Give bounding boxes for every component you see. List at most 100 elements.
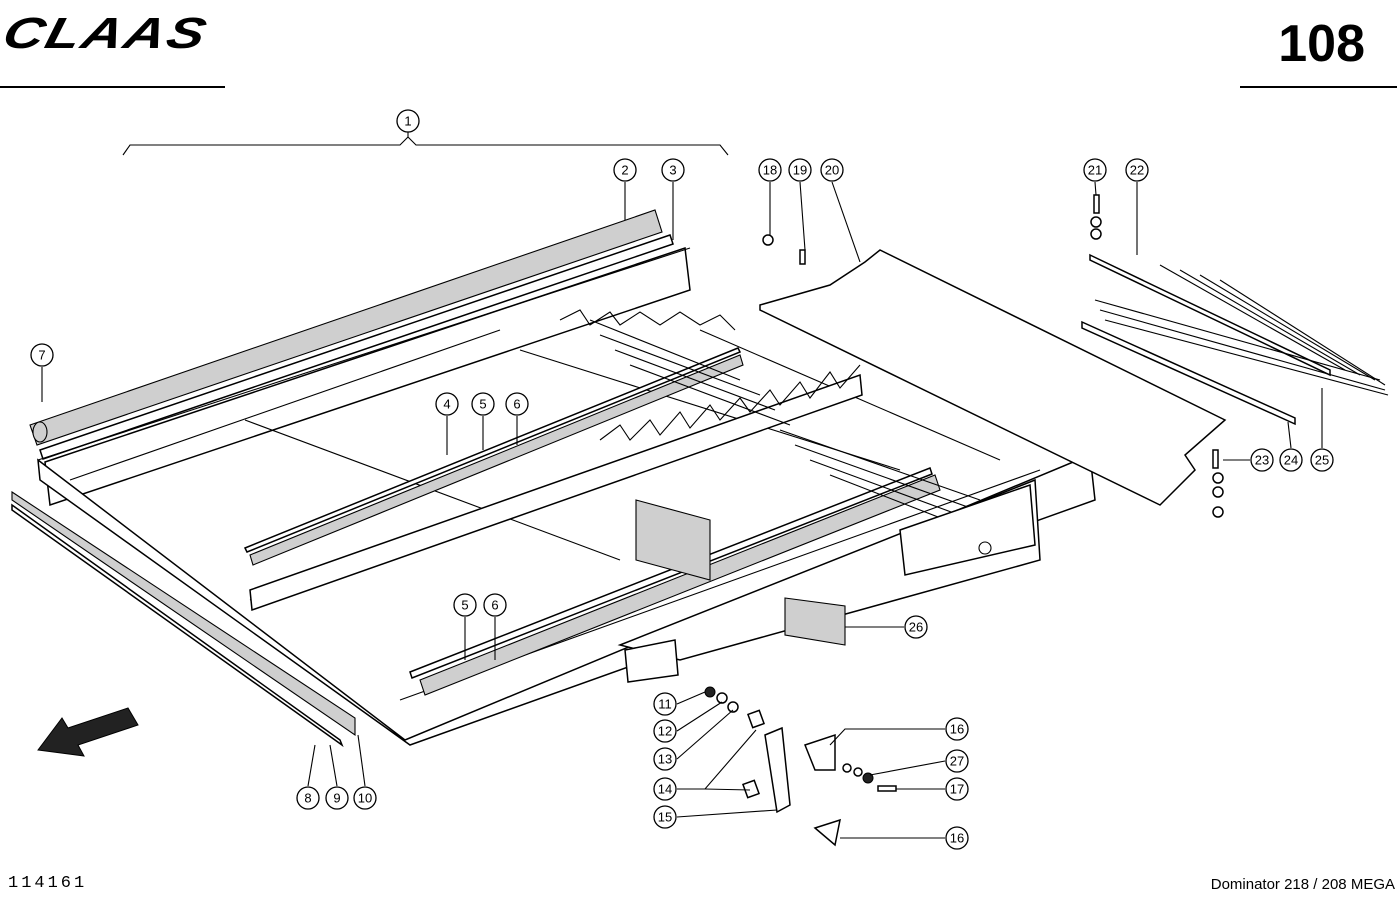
callout-25: 25 xyxy=(1310,448,1334,472)
callout-23: 23 xyxy=(1250,448,1274,472)
side-strip-part-9 xyxy=(11,503,344,748)
callout-26: 26 xyxy=(904,615,928,639)
svg-text:23: 23 xyxy=(1255,453,1269,468)
washer-part-18 xyxy=(762,234,774,246)
callout-16-lower: 16 xyxy=(945,826,969,850)
svg-text:21: 21 xyxy=(1088,163,1102,178)
svg-text:12: 12 xyxy=(658,724,672,739)
support-block xyxy=(635,499,711,581)
callout-14: 14 xyxy=(653,777,677,801)
callout-5-lower: 5 xyxy=(453,593,477,617)
callout-22: 22 xyxy=(1125,158,1149,182)
svg-text:7: 7 xyxy=(38,348,45,363)
svg-text:26: 26 xyxy=(909,620,923,635)
callout-13: 13 xyxy=(653,747,677,771)
bracket-part-16-lower xyxy=(813,818,841,847)
cover-plate-part-20 xyxy=(759,249,1227,506)
callout-18: 18 xyxy=(758,158,782,182)
callout-10: 10 xyxy=(353,786,377,810)
svg-text:24: 24 xyxy=(1284,453,1298,468)
svg-text:6: 6 xyxy=(513,397,520,412)
finger-grate-part-25 xyxy=(1094,264,1389,396)
crossbar-part-26 xyxy=(784,597,846,646)
callout-11: 11 xyxy=(653,692,677,716)
callout-20: 20 xyxy=(820,158,844,182)
svg-text:13: 13 xyxy=(658,752,672,767)
strip-part-6-lower xyxy=(419,474,941,696)
assembly-bracket xyxy=(122,136,729,156)
leader-lines xyxy=(41,132,1323,839)
side-plate-right xyxy=(899,483,1036,576)
bolt-part-17 xyxy=(877,785,897,792)
callout-9: 9 xyxy=(325,786,349,810)
main-frame-outer xyxy=(37,453,1096,746)
direction-arrow-icon xyxy=(37,707,139,757)
bolt-part-23 xyxy=(1212,449,1219,469)
svg-text:25: 25 xyxy=(1315,453,1329,468)
frame-cross-1 xyxy=(69,329,501,481)
bushing-part-14a xyxy=(747,709,765,729)
strip-part-5-lower xyxy=(409,467,933,679)
svg-text:16: 16 xyxy=(950,722,964,737)
page-number: 108 xyxy=(1278,15,1365,73)
svg-text:15: 15 xyxy=(658,810,672,825)
callout-3: 3 xyxy=(661,158,685,182)
svg-text:1: 1 xyxy=(404,114,411,129)
bushing-part-14b xyxy=(742,779,760,799)
callout-1: 1 xyxy=(396,109,420,133)
nut-part-21b xyxy=(1090,228,1102,240)
svg-text:4: 4 xyxy=(443,397,450,412)
center-beam xyxy=(249,373,863,612)
svg-text:18: 18 xyxy=(763,163,777,178)
drawing-number: 114161 xyxy=(8,874,88,893)
svg-text:5: 5 xyxy=(479,397,486,412)
washer-part-12 xyxy=(716,692,728,704)
strip-end-part-7 xyxy=(32,421,48,443)
side-strip-part-10 xyxy=(11,490,356,737)
callout-24: 24 xyxy=(1279,448,1303,472)
washer-part-27b xyxy=(853,767,863,777)
washer-part-13 xyxy=(727,701,739,713)
grate-upper xyxy=(589,319,791,426)
nut-part-23c xyxy=(1212,506,1224,518)
svg-text:5: 5 xyxy=(461,598,468,613)
svg-text:19: 19 xyxy=(793,163,807,178)
washer-part-21a xyxy=(1090,216,1102,228)
upper-beam-teeth xyxy=(559,309,736,331)
svg-text:2: 2 xyxy=(621,163,628,178)
svg-text:8: 8 xyxy=(304,791,311,806)
bracket-plate xyxy=(624,639,679,683)
callout-6-lower: 6 xyxy=(483,593,507,617)
svg-text:14: 14 xyxy=(658,782,672,797)
callout-2: 2 xyxy=(613,158,637,182)
header-rule-right xyxy=(1240,86,1397,88)
callout-19: 19 xyxy=(788,158,812,182)
svg-text:10: 10 xyxy=(358,791,372,806)
center-beam-teeth xyxy=(599,364,861,441)
svg-text:11: 11 xyxy=(658,697,672,712)
callout-8: 8 xyxy=(296,786,320,810)
rail-part-24 xyxy=(1081,320,1296,426)
bracket-part-16-upper xyxy=(804,733,836,771)
svg-text:9: 9 xyxy=(333,791,340,806)
link-arm-part-15 xyxy=(764,726,791,814)
bolt-part-21 xyxy=(1093,194,1100,214)
bolt-part-19 xyxy=(799,249,806,265)
strip-part-5-upper xyxy=(243,347,742,553)
svg-text:17: 17 xyxy=(950,782,964,797)
callout-15: 15 xyxy=(653,805,677,829)
svg-text:6: 6 xyxy=(491,598,498,613)
nut-part-11 xyxy=(704,686,716,698)
bar-part-22 xyxy=(1089,253,1331,377)
rail-part-3 xyxy=(39,234,674,460)
nut-part-27 xyxy=(862,772,874,784)
callout-4: 4 xyxy=(435,392,459,416)
svg-text:20: 20 xyxy=(825,163,839,178)
callout-6-upper: 6 xyxy=(505,392,529,416)
washer-part-23a xyxy=(1212,472,1224,484)
svg-text:16: 16 xyxy=(950,831,964,846)
callout-27: 27 xyxy=(945,749,969,773)
side-plate-hole xyxy=(978,541,992,555)
callout-12: 12 xyxy=(653,719,677,743)
